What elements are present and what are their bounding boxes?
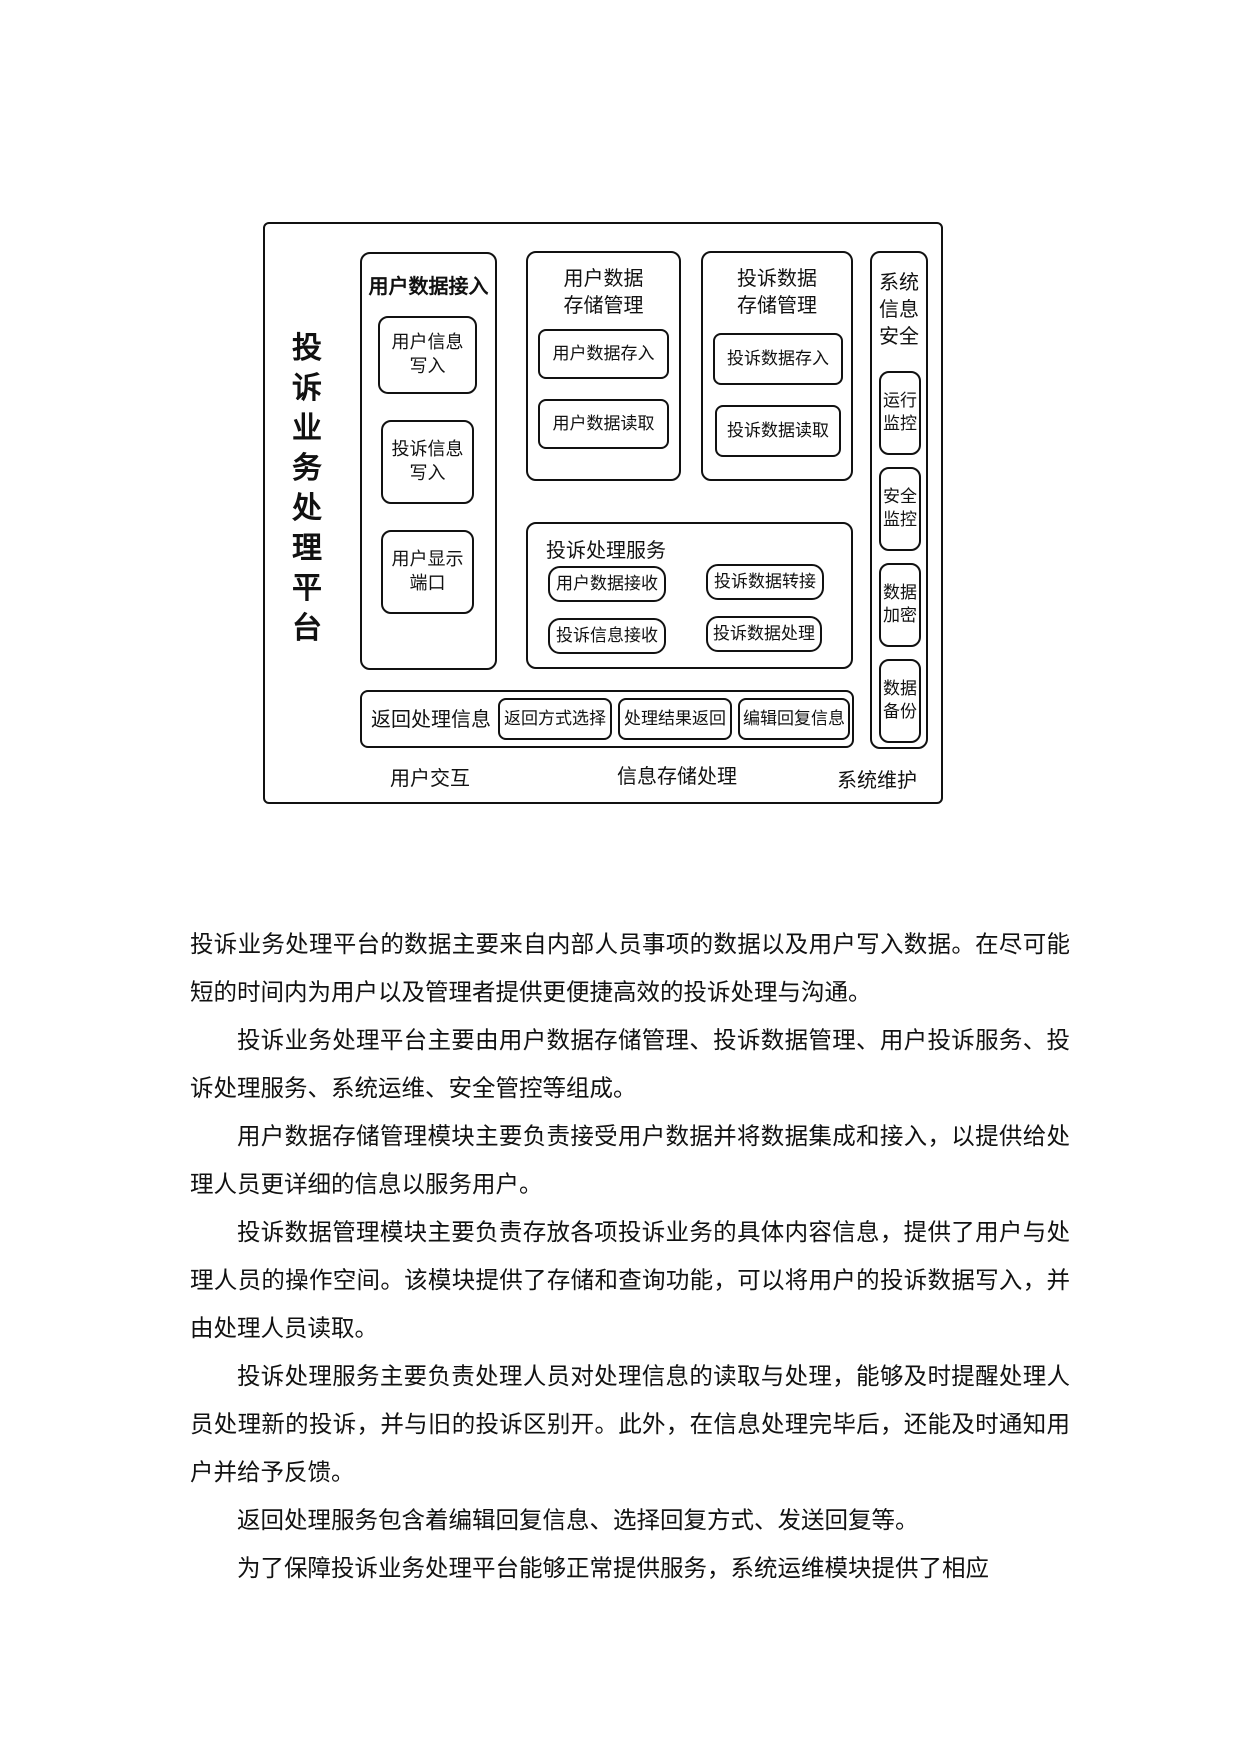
data-backup-box: 数据 备份 bbox=[879, 659, 921, 743]
user-storage-title: 用户数据 存储管理 bbox=[563, 266, 644, 317]
document-body: 投诉业务处理平台的数据主要来自内部人员事项的数据以及用户写入数据。在尽可能短的时… bbox=[190, 920, 1070, 1592]
complaint-data-store-box: 投诉数据存入 bbox=[713, 333, 843, 385]
security-panel: 系统 信息 安全 运行 监控 安全 监控 数据 加密 数据 备份 bbox=[870, 251, 928, 749]
return-info-title: 返回处理信息 bbox=[371, 706, 491, 731]
complaint-info-receive-box: 投诉信息接收 bbox=[548, 618, 666, 654]
paragraph-4: 投诉数据管理模块主要负责存放各项投诉业务的具体内容信息，提供了用户与处理人员的操… bbox=[190, 1218, 1070, 1342]
return-info-panel: 返回处理信息 返回方式选择 处理结果返回 编辑回复信息 bbox=[360, 690, 854, 748]
user-display-port-box: 用户显示 端口 bbox=[381, 530, 474, 614]
result-return-box: 处理结果返回 bbox=[618, 698, 732, 740]
processing-title: 投诉处理服务 bbox=[546, 538, 666, 562]
user-access-title: 用户数据接入 bbox=[368, 273, 489, 298]
return-method-select-box: 返回方式选择 bbox=[498, 698, 612, 740]
paragraph-2: 投诉业务处理平台主要由用户数据存储管理、投诉数据管理、用户投诉服务、投诉处理服务… bbox=[190, 1026, 1070, 1102]
paragraph-1: 投诉业务处理平台的数据主要来自内部人员事项的数据以及用户写入数据。在尽可能短的时… bbox=[190, 930, 1070, 1006]
user-access-panel: 用户数据接入 用户信息 写入 投诉信息 写入 用户显示 端口 bbox=[360, 252, 497, 670]
user-data-read-box: 用户数据读取 bbox=[538, 399, 669, 449]
security-title: 系统 信息 安全 bbox=[879, 269, 919, 348]
architecture-diagram: 投 诉 业 务 处 理 平 台 用户数据接入 用户信息 写入 投诉信息 写入 用… bbox=[263, 222, 943, 804]
paragraph-6: 返回处理服务包含着编辑回复信息、选择回复方式、发送回复等。 bbox=[237, 1506, 919, 1534]
user-data-receive-box: 用户数据接收 bbox=[548, 566, 666, 602]
data-encrypt-box: 数据 加密 bbox=[879, 563, 921, 647]
paragraph-5: 投诉处理服务主要负责处理人员对处理信息的读取与处理，能够及时提醒处理人员处理新的… bbox=[190, 1362, 1070, 1486]
user-info-write-box: 用户信息 写入 bbox=[378, 316, 477, 394]
security-monitor-box: 安全 监控 bbox=[879, 467, 921, 551]
footer-maintenance: 系统维护 bbox=[837, 768, 917, 792]
edit-reply-box: 编辑回复信息 bbox=[738, 698, 850, 740]
complaint-info-write-box: 投诉信息 写入 bbox=[381, 420, 474, 504]
paragraph-3: 用户数据存储管理模块主要负责接受用户数据并将数据集成和接入，以提供给处理人员更详… bbox=[190, 1122, 1070, 1198]
platform-title: 投 诉 业 务 处 理 平 台 bbox=[292, 331, 322, 646]
complaint-data-process-box: 投诉数据处理 bbox=[706, 616, 822, 652]
user-data-store-box: 用户数据存入 bbox=[538, 329, 669, 379]
processing-panel: 投诉处理服务 用户数据接收 投诉数据转接 投诉信息接收 投诉数据处理 bbox=[526, 522, 853, 669]
user-storage-panel: 用户数据 存储管理 用户数据存入 用户数据读取 bbox=[526, 251, 681, 481]
complaint-data-read-box: 投诉数据读取 bbox=[715, 405, 841, 457]
complaint-storage-title: 投诉数据 存储管理 bbox=[737, 266, 817, 317]
complaint-data-transfer-box: 投诉数据转接 bbox=[706, 564, 824, 600]
footer-user-interaction: 用户交互 bbox=[390, 766, 470, 790]
footer-info-storage: 信息存储处理 bbox=[617, 764, 737, 788]
paragraph-7: 为了保障投诉业务处理平台能够正常提供服务，系统运维模块提供了相应 bbox=[237, 1554, 989, 1582]
complaint-storage-panel: 投诉数据 存储管理 投诉数据存入 投诉数据读取 bbox=[701, 251, 853, 481]
run-monitor-box: 运行 监控 bbox=[879, 371, 921, 455]
